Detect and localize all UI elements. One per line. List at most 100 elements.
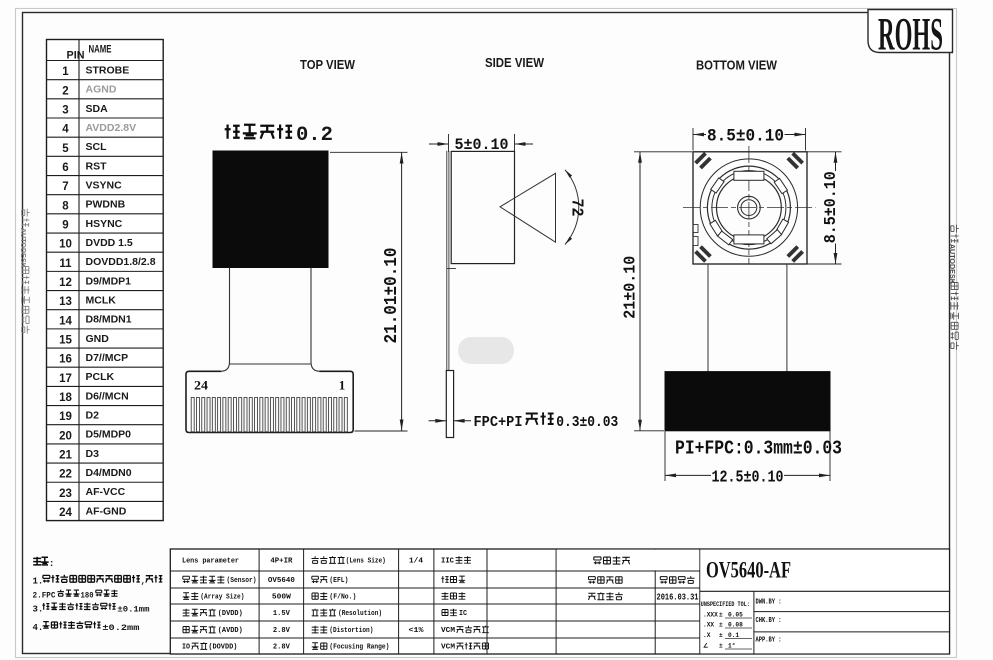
svg-text:1.5V: 1.5V	[273, 610, 291, 618]
svg-text:10: 10	[59, 239, 72, 251]
svg-text:(Array Size): (Array Size)	[200, 594, 244, 602]
svg-text:∠: ∠	[703, 643, 709, 650]
svg-text:CHK.BY :: CHK.BY :	[756, 617, 782, 625]
svg-text:UNSPECIFIED TOL:: UNSPECIFIED TOL:	[701, 601, 750, 609]
svg-text:±: ±	[719, 643, 723, 650]
svg-text:TOP VIEW: TOP VIEW	[300, 58, 355, 72]
svg-text:20: 20	[59, 430, 72, 442]
svg-text:21±0.10: 21±0.10	[621, 256, 640, 319]
svg-text:17: 17	[59, 373, 72, 385]
svg-text:4.: 4.	[33, 623, 44, 633]
svg-text:13: 13	[59, 296, 72, 308]
svg-text:21.01±0.10: 21.01±0.10	[382, 248, 402, 344]
svg-text:D8/MDN1: D8/MDN1	[86, 314, 132, 326]
svg-text:72: 72	[568, 199, 587, 217]
svg-text:1: 1	[339, 378, 346, 393]
svg-text:14: 14	[59, 315, 72, 327]
svg-text:HSYNC: HSYNC	[86, 218, 123, 230]
svg-text:0.05: 0.05	[728, 612, 743, 619]
svg-text:RST: RST	[86, 160, 108, 172]
svg-text:3.: 3.	[33, 605, 44, 615]
svg-text:IIC: IIC	[441, 558, 455, 566]
svg-text:DVDD 1.5: DVDD 1.5	[86, 237, 133, 249]
svg-text:OV5640-AF: OV5640-AF	[706, 558, 791, 583]
svg-text:STROBE: STROBE	[86, 65, 130, 77]
svg-text:(Lens Size): (Lens Size)	[346, 558, 386, 566]
svg-text:DOVDD1.8/2.8: DOVDD1.8/2.8	[86, 256, 156, 268]
svg-text:(DVDD): (DVDD)	[218, 610, 243, 618]
svg-text:D5/MDP0: D5/MDP0	[86, 429, 132, 441]
svg-text:SIDE VIEW: SIDE VIEW	[485, 56, 544, 70]
svg-text:SDA: SDA	[86, 103, 109, 115]
svg-text:AF-GND: AF-GND	[86, 505, 127, 517]
svg-text:18: 18	[59, 392, 72, 404]
svg-text:2.8V: 2.8V	[273, 644, 291, 652]
svg-text:8: 8	[62, 200, 69, 212]
svg-text:.XX: .XX	[703, 622, 714, 629]
svg-text:(EFL): (EFL)	[329, 577, 348, 585]
svg-text:23: 23	[59, 488, 72, 500]
svg-text:500W: 500W	[272, 594, 292, 602]
svg-text:(F/No.): (F/No.)	[329, 594, 356, 602]
svg-text:(AVDD): (AVDD)	[218, 627, 243, 635]
svg-text:0.08: 0.08	[728, 622, 743, 629]
svg-text:.XXX: .XXX	[703, 612, 718, 619]
svg-text:D7//MCP: D7//MCP	[86, 352, 129, 364]
svg-text:±0.1mm: ±0.1mm	[117, 605, 149, 615]
svg-text:7: 7	[62, 181, 68, 193]
svg-text:3: 3	[62, 105, 68, 117]
svg-text:Lens parameter: Lens parameter	[182, 558, 239, 566]
svg-text:0.3±0.03: 0.3±0.03	[556, 414, 618, 431]
svg-text:6: 6	[62, 162, 68, 174]
svg-text:SCL: SCL	[86, 141, 108, 153]
svg-text:1/4: 1/4	[409, 558, 424, 566]
svg-text:180: 180	[81, 592, 94, 601]
svg-text:AUTODESK: AUTODESK	[948, 244, 956, 285]
svg-text:MCLK: MCLK	[86, 295, 117, 307]
svg-text:IO: IO	[182, 644, 191, 652]
svg-text:(Resolution): (Resolution)	[338, 610, 382, 618]
svg-text:APP.BY :: APP.BY :	[756, 637, 782, 645]
svg-text:19: 19	[59, 411, 72, 423]
svg-text:2.8V: 2.8V	[273, 627, 291, 635]
svg-text:BOTTOM VIEW: BOTTOM VIEW	[696, 59, 777, 73]
svg-text:(Focusing Range): (Focusing Range)	[329, 644, 389, 652]
svg-text:2: 2	[62, 85, 68, 97]
svg-text:24: 24	[59, 507, 72, 519]
svg-text:AF-VCC: AF-VCC	[86, 486, 126, 498]
svg-text:VSYNC: VSYNC	[86, 180, 123, 192]
svg-text:DWN.BY :: DWN.BY :	[756, 599, 782, 607]
svg-text:(Distortion): (Distortion)	[329, 627, 373, 635]
svg-text:D4/MDN0: D4/MDN0	[86, 467, 132, 479]
svg-text:5: 5	[62, 143, 69, 155]
svg-text:OV5640: OV5640	[268, 577, 295, 585]
svg-text:FPC+PI: FPC+PI	[474, 414, 523, 431]
svg-text:AGND: AGND	[86, 84, 117, 96]
svg-text:PCLK: PCLK	[86, 371, 115, 383]
svg-text:D9/MDP1: D9/MDP1	[86, 275, 132, 287]
svg-text:NAME: NAME	[89, 44, 112, 56]
svg-text:4P+IR: 4P+IR	[270, 558, 293, 566]
svg-text:12: 12	[59, 277, 72, 289]
svg-text:±: ±	[719, 622, 723, 629]
svg-text:PI+FPC:0.3mm±0.03: PI+FPC:0.3mm±0.03	[675, 438, 842, 460]
svg-text:5±0.10: 5±0.10	[455, 136, 509, 154]
svg-text:1°: 1°	[728, 643, 735, 650]
svg-text:<1%: <1%	[409, 627, 425, 635]
svg-text:IC: IC	[459, 610, 467, 618]
svg-text:(Sensor): (Sensor)	[226, 577, 256, 585]
svg-text:0.2: 0.2	[296, 124, 333, 147]
svg-text:GND: GND	[86, 333, 110, 345]
svg-text:±: ±	[719, 632, 723, 639]
svg-text:(DOVDD): (DOVDD)	[208, 644, 237, 652]
svg-text:,: ,	[141, 577, 146, 587]
svg-text:21: 21	[59, 450, 72, 462]
svg-text:8.5±0.10: 8.5±0.10	[707, 126, 784, 146]
svg-text:.X: .X	[703, 632, 711, 639]
svg-text:0.1: 0.1	[728, 632, 739, 639]
svg-text:VCM: VCM	[441, 627, 455, 635]
svg-text::: :	[49, 558, 55, 569]
svg-text:1.: 1.	[33, 577, 44, 587]
svg-text:±: ±	[719, 612, 723, 619]
svg-text:16: 16	[59, 354, 72, 366]
